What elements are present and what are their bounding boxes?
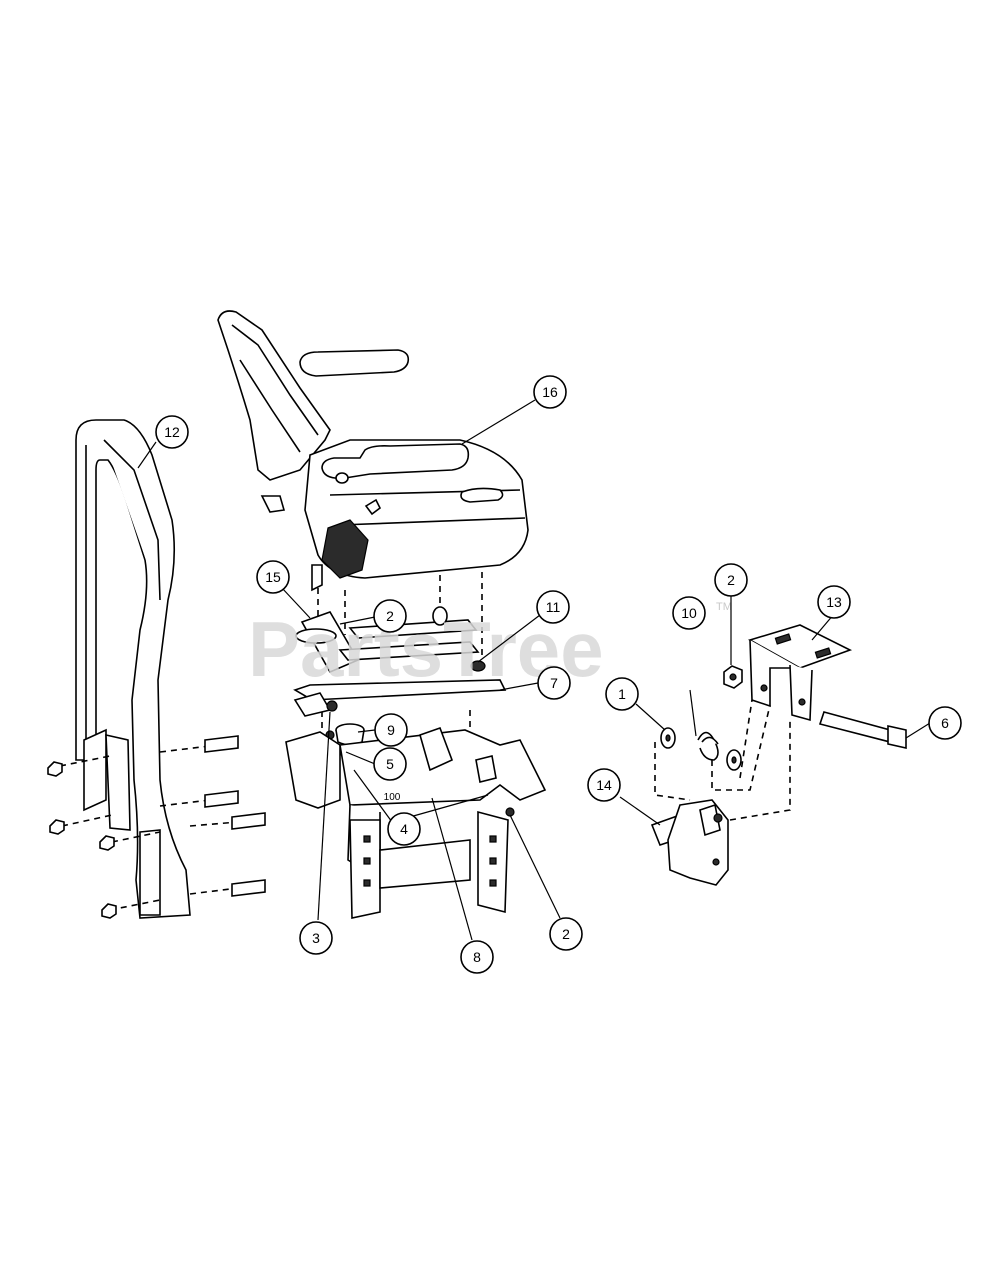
callout-2-seat-plate-label: 2 [386, 608, 394, 624]
frame-marking: 100 [384, 792, 401, 803]
callout-12: 12 [155, 415, 189, 449]
seat-plate-assembly [293, 606, 507, 717]
callout-8-label: 8 [473, 949, 481, 965]
callout-7: 7 [537, 666, 571, 700]
callout-4-label: 4 [400, 821, 408, 837]
callout-9-label: 9 [387, 722, 395, 738]
callout-2-frame-label: 2 [562, 926, 570, 942]
roll-bar-bolts [47, 735, 266, 919]
callout-10: 10 [672, 596, 706, 630]
callout-2-switch: 2 [714, 563, 748, 597]
callout-11: 11 [536, 590, 570, 624]
callout-2-seat-plate: 2 [373, 599, 407, 633]
callout-16: 16 [533, 375, 567, 409]
seat-knob [325, 723, 365, 757]
callout-1: 1 [605, 677, 639, 711]
callout-16-label: 16 [542, 384, 558, 400]
watermark-trademark: TM [716, 601, 732, 613]
callout-15-label: 15 [265, 569, 281, 585]
watermark: PartsTree TM [248, 601, 732, 693]
callout-8: 8 [460, 940, 494, 974]
callout-13: 13 [817, 585, 851, 619]
callout-3-label: 3 [312, 930, 320, 946]
switch-assembly [650, 624, 907, 886]
seat-frame: 100 [285, 726, 547, 919]
callout-12-label: 12 [164, 424, 180, 440]
callout-2-switch-label: 2 [727, 572, 735, 588]
seat-assembly [217, 310, 529, 592]
callout-6-label: 6 [941, 715, 949, 731]
callout-6: 6 [928, 706, 962, 740]
callout-13-label: 13 [826, 594, 842, 610]
callout-7-label: 7 [550, 675, 558, 691]
roll-bar [75, 419, 191, 919]
callout-4: 4 [387, 812, 421, 846]
callout-10-label: 10 [681, 605, 697, 621]
callout-2-frame: 2 [549, 917, 583, 951]
callout-11-label: 11 [546, 599, 561, 615]
callout-9: 9 [374, 713, 408, 747]
callout-3: 3 [299, 921, 333, 955]
callout-5: 5 [373, 747, 407, 781]
callout-14: 14 [587, 768, 621, 802]
callout-5-label: 5 [386, 756, 394, 772]
callout-14-label: 14 [596, 777, 612, 793]
callout-1-label: 1 [618, 686, 626, 702]
callout-15: 15 [256, 560, 290, 594]
